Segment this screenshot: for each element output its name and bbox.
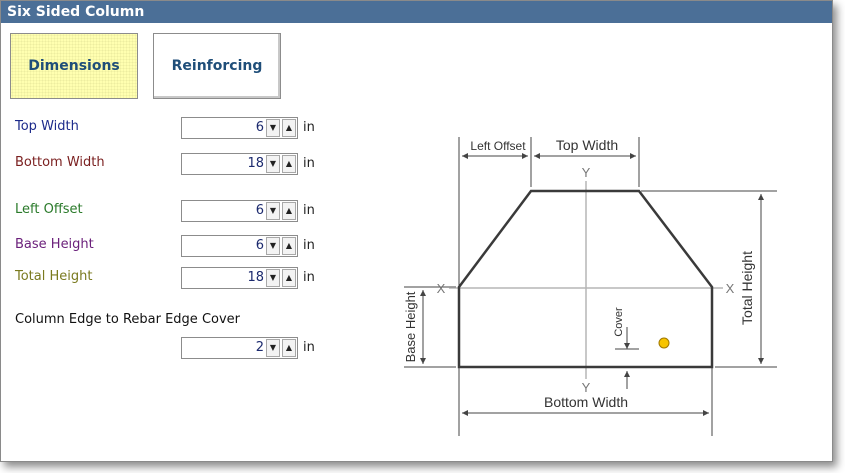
unit-label: in (303, 156, 315, 171)
unit-label: in (303, 340, 315, 355)
six-sided-column-window: Six Sided Column Dimensions Reinforcing … (0, 0, 833, 462)
cover-label: Column Edge to Rebar Edge Cover (15, 312, 241, 327)
y-axis-label-top: Y (582, 165, 591, 180)
y-axis-label-bottom: Y (582, 380, 591, 395)
x-axis-label-left: X (437, 281, 446, 296)
tab-reinforcing[interactable]: Reinforcing (153, 33, 281, 99)
decrement-button[interactable]: ▼ (266, 202, 280, 220)
bottom-width-text: Bottom Width (544, 394, 628, 410)
unit-label: in (303, 203, 315, 218)
cover-value[interactable]: 2 (255, 340, 264, 355)
total-height-value[interactable]: 18 (247, 270, 264, 285)
total-height-label: Total Height (15, 269, 93, 284)
top-width-value[interactable]: 6 (255, 120, 264, 135)
increment-button[interactable]: ▲ (282, 202, 296, 220)
decrement-button[interactable]: ▼ (266, 339, 280, 357)
left-offset-value[interactable]: 6 (255, 203, 264, 218)
column-outline (457, 189, 714, 369)
top-width-label: Top Width (15, 119, 79, 134)
unit-label: in (303, 270, 315, 285)
unit-label: in (303, 238, 315, 253)
top-width-text: Top Width (556, 137, 618, 153)
tab-dimensions[interactable]: Dimensions (10, 33, 138, 99)
decrement-button[interactable]: ▼ (266, 155, 280, 173)
total-height-text: Total Height (739, 251, 755, 325)
base-height-value[interactable]: 6 (255, 238, 264, 253)
base-height-text: Base Height (403, 291, 418, 362)
decrement-button[interactable]: ▼ (266, 269, 280, 287)
tab-dimensions-label: Dimensions (28, 58, 120, 74)
column-section-diagram: Left Offset Top Width Bottom Width Total… (403, 137, 777, 436)
base-height-stepper[interactable]: 6 ▼ ▲ (181, 235, 298, 257)
x-axis-label-right: X (726, 281, 735, 296)
cover-stepper[interactable]: 2 ▼ ▲ (181, 337, 298, 359)
window-title: Six Sided Column (1, 1, 832, 23)
top-width-stepper[interactable]: 6 ▼ ▲ (181, 117, 298, 139)
total-height-stepper[interactable]: 18 ▼ ▲ (181, 267, 298, 289)
decrement-button[interactable]: ▼ (266, 237, 280, 255)
increment-button[interactable]: ▲ (282, 237, 296, 255)
left-offset-label: Left Offset (15, 202, 83, 217)
left-offset-stepper[interactable]: 6 ▼ ▲ (181, 200, 298, 222)
base-height-label: Base Height (15, 237, 94, 252)
bottom-width-value[interactable]: 18 (247, 156, 264, 171)
unit-label: in (303, 120, 315, 135)
bottom-width-label: Bottom Width (15, 155, 105, 170)
left-offset-text: Left Offset (470, 139, 526, 153)
cover-text: Cover (613, 307, 625, 337)
decrement-button[interactable]: ▼ (266, 119, 280, 137)
rebar-icon (658, 337, 670, 349)
tab-reinforcing-label: Reinforcing (171, 58, 263, 74)
increment-button[interactable]: ▲ (282, 269, 296, 287)
bottom-width-stepper[interactable]: 18 ▼ ▲ (181, 153, 298, 175)
increment-button[interactable]: ▲ (282, 155, 296, 173)
increment-button[interactable]: ▲ (282, 339, 296, 357)
increment-button[interactable]: ▲ (282, 119, 296, 137)
